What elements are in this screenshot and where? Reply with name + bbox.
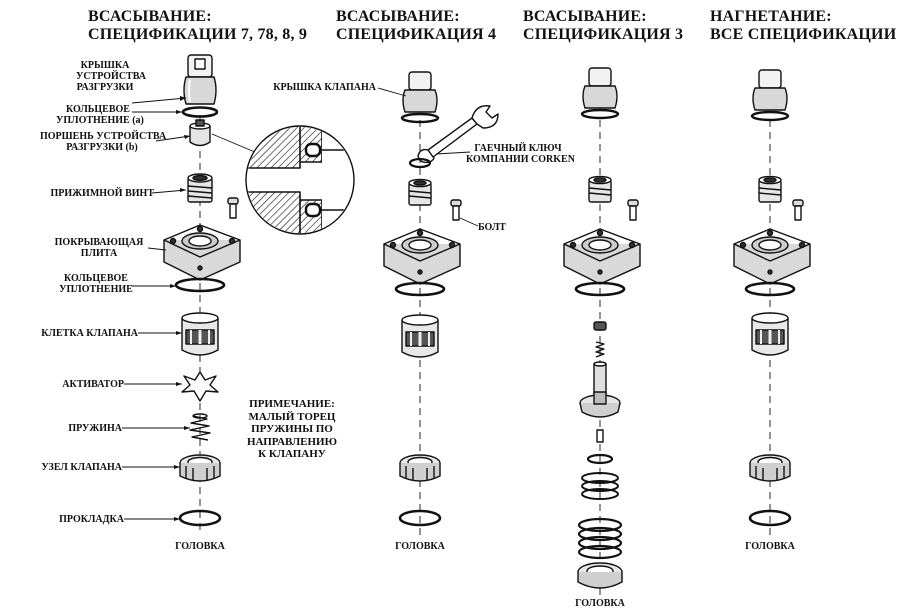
- label-line: КОЛЬЦЕВОЕ: [64, 273, 128, 284]
- gasket-icon: [398, 509, 442, 527]
- bolt-icon: [792, 199, 804, 221]
- spring-icon: [595, 341, 605, 358]
- clamp-screw-icon: [588, 175, 612, 203]
- valve-cap-icon: [750, 69, 790, 122]
- note-line: МАЛЫЙ ТОРЕЦ: [248, 410, 336, 423]
- label-oring: КОЛЬЦЕВОЕ УПЛОТНЕНИЕ: [56, 273, 136, 295]
- valve-seat-icon: [577, 562, 623, 589]
- label-line: КРЫШКА: [80, 60, 130, 71]
- label-valve-cage: КЛЕТКА КЛАПАНА: [41, 328, 138, 339]
- label-line: ПЛИТА: [80, 248, 118, 259]
- label-spring: ПРУЖИНА: [68, 423, 122, 434]
- bolt-icon: [450, 199, 462, 221]
- label-bolt: БОЛТ: [478, 222, 506, 233]
- label-line: ПОКРЫВАЮЩАЯ: [54, 237, 144, 248]
- valve-cage-icon: [401, 314, 439, 358]
- title-line-2: СПЕЦИФИКАЦИИ 7, 78, 8, 9: [88, 26, 308, 43]
- washer-icon: [586, 453, 614, 465]
- cover-plate-icon: [163, 224, 241, 281]
- valve-cage-icon: [181, 312, 219, 356]
- spring-icon: [189, 413, 211, 441]
- label-line: ПОРШЕНЬ УСТРОЙСТВА: [40, 131, 167, 142]
- label-head: ГОЛОВКА: [395, 541, 445, 552]
- cover-plate-icon: [383, 228, 461, 285]
- note-line: НАПРАВЛЕНИЮ: [247, 435, 337, 448]
- clamp-screw-icon: [758, 175, 782, 203]
- unloader-piston-icon: [189, 119, 211, 147]
- cover-plate-icon: [733, 228, 811, 285]
- column-title-spec-7-78-8-9: ВСАСЫВАНИЕ: СПЕЦИФИКАЦИИ 7, 78, 8, 9: [88, 8, 307, 44]
- title-line-2: СПЕЦИФИКАЦИЯ 4: [336, 26, 497, 43]
- bolt-icon: [627, 199, 639, 221]
- column-title-discharge: НАГНЕТАНИЕ: ВСЕ СПЕЦИФИКАЦИИ: [710, 8, 896, 44]
- label-line: КОМПАНИИ CORKEN: [466, 154, 575, 165]
- label-wrench: ГАЕЧНЫЙ КЛЮЧ КОМПАНИИ CORKEN: [466, 143, 575, 165]
- valve-assembly-icon: [179, 454, 221, 482]
- label-line: УПЛОТНЕНИЕ (a): [56, 115, 144, 126]
- wrench-icon: [417, 105, 499, 164]
- guide-tube-icon: [593, 361, 607, 395]
- label-unloader-piston: ПОРШЕНЬ УСТРОЙСТВА РАЗГРУЗКИ (b): [40, 131, 167, 153]
- label-activator: АКТИВАТОР: [62, 379, 124, 390]
- label-valve-cap: КРЫШКА КЛАПАНА: [273, 82, 376, 93]
- label-line: РАЗГРУЗКИ: [76, 82, 134, 93]
- label-line: ГАЕЧНЫЙ КЛЮЧ: [474, 143, 562, 154]
- activator-icon: [181, 371, 219, 402]
- clamp-screw-icon: [408, 178, 432, 206]
- clamp-screw-icon: [187, 173, 213, 203]
- washer-icon: [408, 157, 432, 169]
- title-line-2: СПЕЦИФИКАЦИЯ 3: [523, 26, 684, 43]
- title-line-2: ВСЕ СПЕЦИФИКАЦИИ: [710, 26, 897, 43]
- valve-disc-icon: [579, 391, 621, 418]
- label-cover-plate: ПОКРЫВАЮЩАЯ ПЛИТА: [50, 237, 148, 259]
- label-clamp-screw: ПРИЖИМНОЙ ВИНТ: [50, 188, 154, 199]
- label-gasket: ПРОКЛАДКА: [59, 514, 124, 525]
- label-line: УПЛОТНЕНИЕ: [59, 284, 133, 295]
- label-head: ГОЛОВКА: [745, 541, 795, 552]
- label-oring-a: КОЛЬЦЕВОЕ УПЛОТНЕНИЕ (a): [56, 104, 144, 126]
- oring-a-icon: [181, 106, 219, 118]
- spring-icon: [581, 472, 619, 500]
- label-head: ГОЛОВКА: [575, 598, 625, 609]
- valve-cage-icon: [751, 312, 789, 356]
- title-line-1: ВСАСЫВАНИЕ:: [523, 8, 647, 25]
- pin-icon: [596, 429, 604, 443]
- note-spring-orientation: ПРИМЕЧАНИЕ: МАЛЫЙ ТОРЕЦ ПРУЖИНЫ ПО НАПРА…: [236, 398, 348, 461]
- cover-plate-icon: [563, 228, 641, 285]
- small-seal-icon: [593, 321, 607, 331]
- gasket-icon: [748, 509, 792, 527]
- label-line: РАЗГРУЗКИ (b): [66, 142, 138, 153]
- title-line-1: ВСАСЫВАНИЕ:: [88, 8, 212, 25]
- column-title-spec-4: ВСАСЫВАНИЕ: СПЕЦИФИКАЦИЯ 4: [336, 8, 496, 44]
- label-unloader-cover: КРЫШКА УСТРОЙСТВА РАЗГРУЗКИ: [76, 60, 146, 93]
- valve-assembly-icon: [399, 454, 441, 482]
- label-line: УСТРОЙСТВА: [76, 71, 146, 82]
- valve-assembly-icon: [749, 454, 791, 482]
- oring-icon: [174, 277, 226, 293]
- oring-icon: [394, 281, 446, 297]
- oring-icon: [574, 281, 626, 297]
- column-title-spec-3: ВСАСЫВАНИЕ: СПЕЦИФИКАЦИЯ 3: [523, 8, 683, 44]
- note-line: ПРИМЕЧАНИЕ:: [249, 398, 335, 410]
- label-head: ГОЛОВКА: [175, 541, 225, 552]
- bolt-icon: [227, 197, 239, 219]
- note-line: К КЛАПАНУ: [258, 448, 326, 460]
- title-line-1: НАГНЕТАНИЕ:: [710, 8, 832, 25]
- unloader-cover-icon: [183, 54, 217, 105]
- spring-icon: [577, 517, 623, 560]
- valve-cap-icon: [580, 67, 620, 120]
- title-line-1: ВСАСЫВАНИЕ:: [336, 8, 460, 25]
- label-valve-assembly: УЗЕЛ КЛАПАНА: [41, 462, 122, 473]
- detail-magnifier-icon: [211, 125, 355, 235]
- note-line: ПРУЖИНЫ ПО: [251, 423, 333, 435]
- oring-icon: [744, 281, 796, 297]
- gasket-icon: [178, 509, 222, 527]
- label-line: КОЛЬЦЕВОЕ: [66, 104, 130, 115]
- valve-cap-icon: [400, 71, 440, 124]
